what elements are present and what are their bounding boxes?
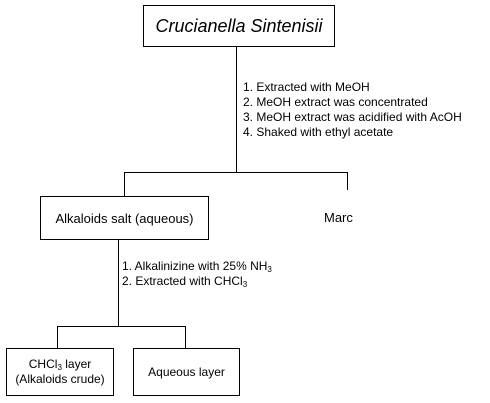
basification-step-2-subscript: 3 — [242, 280, 248, 289]
extraction-step-4: 4. Shaked with ethyl acetate — [243, 125, 394, 139]
basification-step-1: 1. Alkalinizine with 25% NH3 — [122, 259, 272, 274]
alkaloids-salt-label: Alkaloids salt (aqueous) — [55, 210, 194, 226]
basification-step-2-text: 2. Extracted with CHCl — [122, 274, 243, 288]
basification-steps-list: 1. Alkalinizine with 25% NH3 2. Extracte… — [122, 259, 272, 289]
chcl3-layer-box: CHCl3 layer (Alkaloids crude) — [6, 348, 114, 396]
extraction-step-1: 1. Extracted with MeOH — [243, 80, 370, 94]
title-box: Crucianella Sintenisii — [143, 5, 335, 47]
aqueous-layer-box: Aqueous layer — [133, 348, 240, 396]
basification-step-1-text: 1. Alkalinizine with 25% NH — [122, 259, 268, 273]
chcl3-formula-text: CHCl — [28, 357, 58, 371]
chcl3-formula-subscript: 3 — [57, 363, 62, 372]
chcl3-layer-line1: CHCl3 layer — [29, 357, 91, 372]
extraction-step-3: 3. MeOH extract was acidified with AcOH — [243, 110, 462, 124]
title-text: Crucianella Sintenisii — [155, 15, 323, 36]
basification-step-2: 2. Extracted with CHCl3 — [122, 274, 272, 289]
marc-label: Marc — [324, 210, 353, 225]
chcl3-layer-line2: (Alkaloids crude) — [15, 372, 105, 386]
alkaloids-salt-box: Alkaloids salt (aqueous) — [40, 196, 209, 240]
aqueous-layer-label: Aqueous layer — [148, 365, 225, 379]
extraction-steps-list: 1. Extracted with MeOH 2. MeOH extract w… — [243, 80, 462, 140]
chcl3-layer-suffix: layer — [61, 357, 92, 371]
extraction-step-2: 2. MeOH extract was concentrated — [243, 95, 428, 109]
basification-step-1-subscript: 3 — [267, 265, 272, 274]
